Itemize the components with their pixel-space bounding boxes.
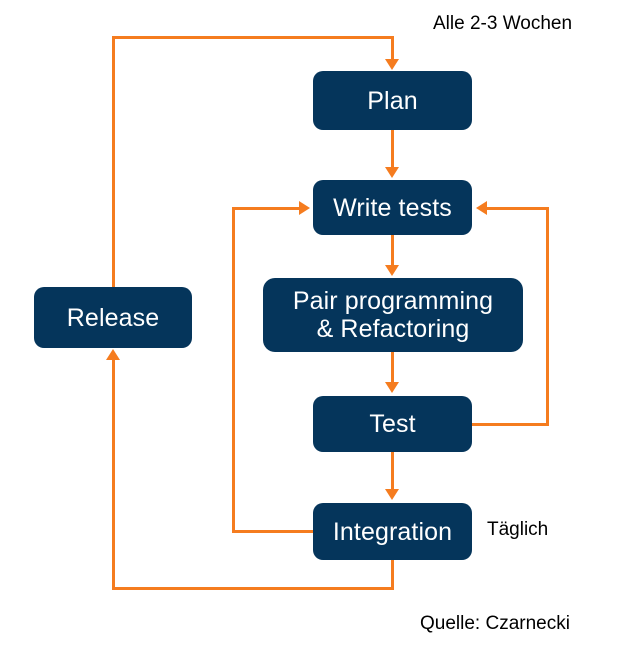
edge-test-to-integration — [391, 452, 394, 491]
edge-release-to-plan-horizontal — [112, 36, 393, 39]
edge-integration-loop-return — [232, 207, 301, 210]
node-test[interactable]: Test — [313, 396, 472, 452]
arrowhead-into-integration — [385, 489, 399, 500]
edge-integration-to-release-rise — [112, 360, 115, 590]
edge-pair-to-test — [391, 352, 394, 384]
edge-release-to-plan-drop — [391, 36, 394, 61]
arrowhead-into-pair — [385, 265, 399, 276]
node-write-tests[interactable]: Write tests — [313, 180, 472, 235]
edge-integration-to-release-drop — [391, 560, 394, 590]
node-integration[interactable]: Integration — [313, 503, 472, 560]
edge-test-loop-exit — [472, 423, 549, 426]
edge-test-loop-return — [487, 207, 549, 210]
edge-write-tests-to-pair — [391, 235, 394, 266]
label-cadence: Alle 2-3 Wochen — [433, 13, 573, 34]
node-plan[interactable]: Plan — [313, 71, 472, 130]
arrowhead-into-write-tests-top — [385, 167, 399, 178]
label-daily: Täglich — [487, 519, 549, 540]
arrowhead-into-plan — [385, 59, 399, 70]
edge-release-to-plan-vertical — [112, 36, 115, 289]
label-source: Quelle: Czarnecki — [420, 613, 570, 634]
edge-integration-loop-exit — [232, 530, 314, 533]
edge-integration-loop-rail — [232, 207, 235, 533]
arrowhead-into-test — [385, 382, 399, 393]
arrowhead-into-release — [106, 349, 120, 360]
edge-plan-to-write-tests — [391, 130, 394, 169]
node-pair-programming-refactoring[interactable]: Pair programming & Refactoring — [263, 278, 523, 352]
edge-integration-to-release-bottom — [112, 587, 394, 590]
arrowhead-into-write-tests-left — [299, 201, 310, 215]
node-release[interactable]: Release — [34, 287, 192, 348]
edge-test-loop-rail — [546, 207, 549, 426]
arrowhead-into-write-tests-right — [476, 201, 487, 215]
